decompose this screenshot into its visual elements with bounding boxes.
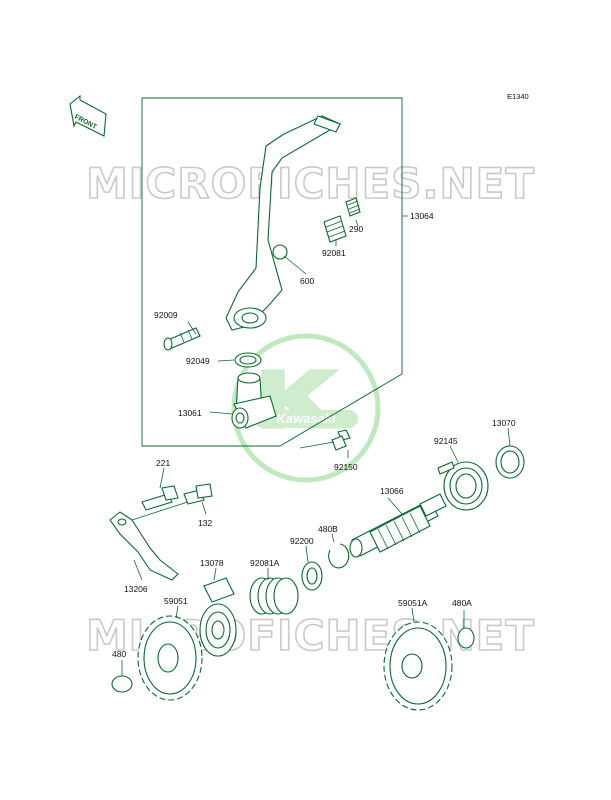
bolt-221 <box>141 485 179 511</box>
bolt-132 <box>183 483 213 505</box>
label-92200: 92200 <box>290 536 314 546</box>
leader-lines <box>121 215 511 676</box>
label-13070: 13070 <box>492 418 516 428</box>
label-92145: 92145 <box>434 436 458 446</box>
label-13078: 13078 <box>200 558 224 568</box>
kick-pedal-lever <box>225 115 342 331</box>
ball-600 <box>272 244 288 260</box>
label-480A: 480A <box>452 598 472 608</box>
label-92009: 92009 <box>154 310 178 320</box>
plate-13206 <box>109 497 201 581</box>
guide-13070 <box>495 445 525 479</box>
spring-92081A <box>249 577 299 615</box>
front-arrow-icon: FRONT <box>69 94 107 137</box>
washer-92200 <box>301 561 323 591</box>
label-290: 290 <box>349 224 363 234</box>
shaft-13061 <box>231 372 277 429</box>
label-92081: 92081 <box>322 248 346 258</box>
kick-shaft-13066 <box>349 493 447 558</box>
label-600: 600 <box>300 276 314 286</box>
watermark-top: MICROFICHES.NET <box>86 159 535 208</box>
label-13206: 13206 <box>124 584 148 594</box>
circlip-480A <box>457 627 475 649</box>
label-92049: 92049 <box>186 356 210 366</box>
gear-59051 <box>137 615 203 701</box>
assembly-frame <box>141 97 403 447</box>
label-92081A: 92081A <box>250 558 280 568</box>
bolt-92150 <box>299 429 351 451</box>
label-59051A: 59051A <box>398 598 428 608</box>
label-13064: 13064 <box>410 211 434 221</box>
circlip-480B <box>328 543 350 569</box>
diagram-code: E1340 <box>507 92 529 101</box>
washer-92049 <box>234 352 262 368</box>
label-13066: 13066 <box>380 486 404 496</box>
spring-92081 <box>323 215 347 243</box>
label-132: 132 <box>198 518 212 528</box>
label-480B: 480B <box>318 524 338 534</box>
label-13061: 13061 <box>178 408 202 418</box>
circlip-480 <box>111 675 133 693</box>
spring-290 <box>345 197 361 217</box>
label-221: 221 <box>156 458 170 468</box>
spring-92145 <box>437 461 489 511</box>
ratchet-13078 <box>199 577 237 657</box>
bolt-92009 <box>163 327 201 351</box>
gear-59051A <box>383 621 453 711</box>
label-59051: 59051 <box>164 596 188 606</box>
label-92150: 92150 <box>334 462 358 472</box>
label-480: 480 <box>112 649 126 659</box>
